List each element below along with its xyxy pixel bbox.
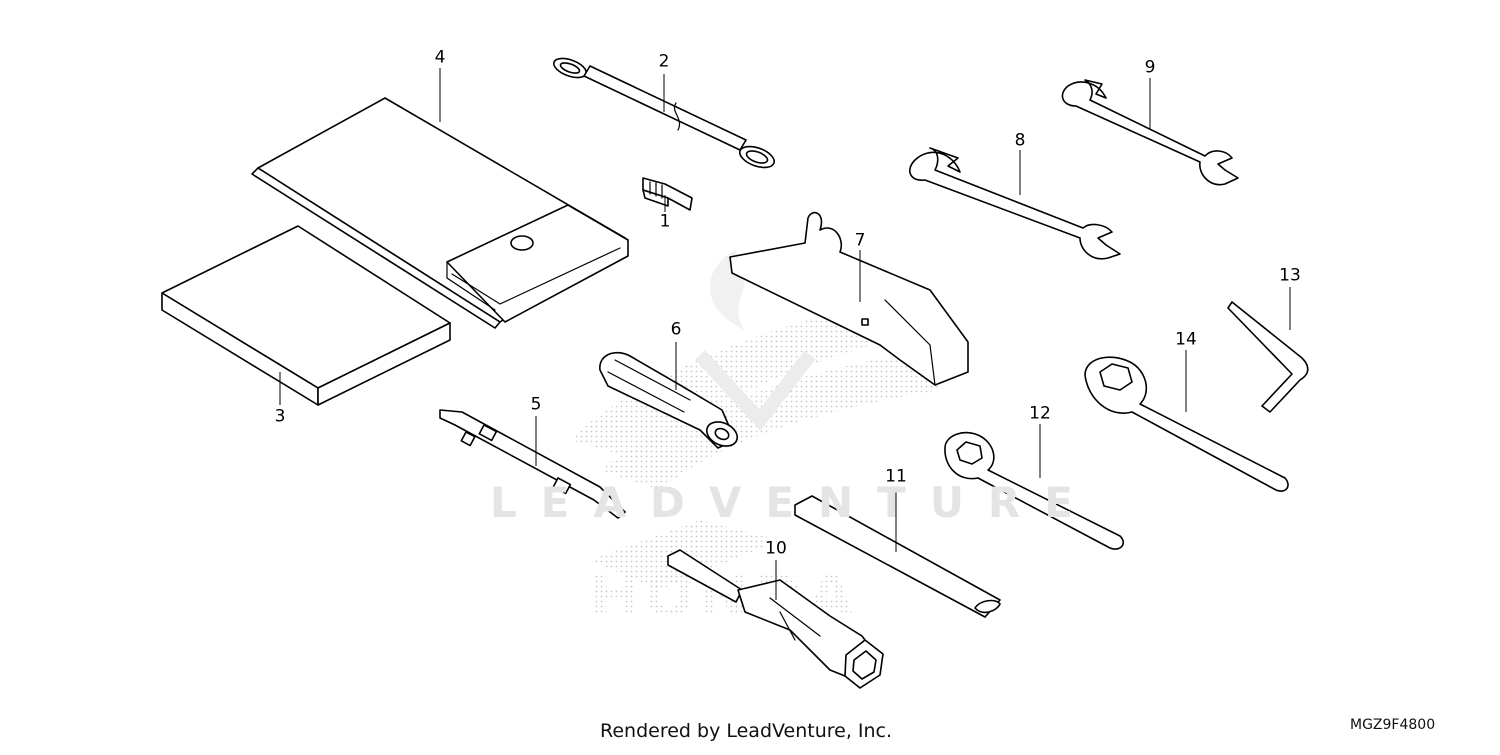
callout-6[interactable]: 6: [670, 319, 682, 340]
part-5-screwdriver-bit: [439, 409, 626, 519]
part-10-plug-socket-wrench: [667, 549, 884, 689]
leader-lines: [279, 68, 1291, 600]
callout-5[interactable]: 5: [530, 394, 542, 415]
part-9-open-end-wrench: [1061, 79, 1239, 186]
callout-8[interactable]: 8: [1014, 130, 1026, 151]
part-2-wire-cable: [552, 57, 775, 169]
part-6-screwdriver-handle: [599, 351, 739, 449]
render-credit: Rendered by LeadVenture, Inc.: [600, 720, 893, 742]
callout-9[interactable]: 9: [1144, 57, 1156, 78]
callout-4[interactable]: 4: [434, 47, 446, 68]
callout-14[interactable]: 14: [1175, 329, 1197, 350]
callout-13[interactable]: 13: [1279, 265, 1301, 286]
callout-1[interactable]: 1: [659, 211, 671, 232]
part-7-pin-spanner: [729, 211, 969, 386]
part-14-box-wrench: [1084, 356, 1289, 492]
part-3-owners-manual: [161, 225, 451, 406]
part-8-open-end-wrench: [909, 147, 1121, 260]
diagram-code: MGZ9F4800: [1350, 717, 1436, 733]
callout-2[interactable]: 2: [658, 51, 670, 72]
part-12-box-wrench: [944, 431, 1125, 550]
part-11-flat-bar: [794, 495, 1001, 618]
part-4-tool-bag: [251, 97, 629, 329]
callout-3[interactable]: 3: [274, 406, 286, 427]
watermark-text: LEADVENTURE: [490, 478, 1097, 527]
callout-11[interactable]: 11: [885, 466, 907, 487]
callout-7[interactable]: 7: [854, 230, 866, 251]
part-1-clip: [642, 177, 693, 211]
callout-10[interactable]: 10: [765, 538, 787, 559]
callout-12[interactable]: 12: [1029, 403, 1051, 424]
part-13-hex-key: [1227, 301, 1309, 413]
